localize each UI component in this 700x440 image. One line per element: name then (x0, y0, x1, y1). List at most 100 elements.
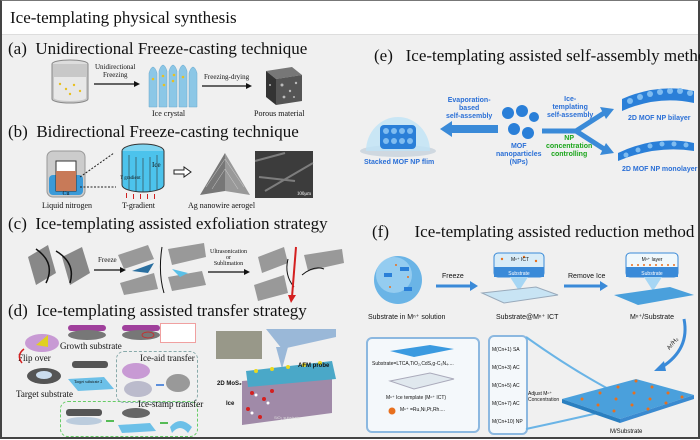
panel-a-title: (a) Unidirectional Freeze-casting techni… (8, 39, 307, 59)
svg-text:Mⁿ⁺ ICT: Mⁿ⁺ ICT (511, 257, 529, 263)
mof-nanoparticles-icon (502, 105, 539, 139)
ice-stamp-transfer-label: Ice-stamp transfer (138, 399, 204, 409)
ice-crystal-caption: Ice crystal (152, 109, 186, 118)
sem-image: 100μm (254, 151, 314, 198)
target-substrate-2-icon (68, 361, 114, 391)
sem-texture (254, 152, 314, 192)
fork-arrow-icon (542, 107, 614, 155)
remove-ice-label: Remove Ice (568, 273, 606, 280)
hollow-arrow-icon (173, 166, 192, 178)
m-substrate-caption: M/Substrate (610, 429, 643, 435)
inset-zoom (160, 323, 196, 343)
panel-d-heading: Ice-templating assisted transfer strateg… (36, 301, 307, 320)
porous-material-icon (266, 67, 302, 105)
sio2-label: SiO₂ substrate (274, 415, 300, 420)
legend-metal-text: Mⁿ⁺ =Ru,Ni,Pt,Rh.... (400, 407, 445, 413)
svg-text:Cu: Cu (62, 191, 69, 197)
mof-monolayer-icon (618, 140, 694, 161)
panel-c-heading: Ice-templating assisted exfoliation stra… (35, 214, 328, 233)
ice-aid-transfer-label: Ice-aid transfer (140, 353, 195, 363)
curved-blue-arrow-icon (654, 318, 687, 371)
species-item: M(Cn+5) AC (492, 383, 520, 389)
liquid-nitrogen-caption: Liquid nitrogen (42, 201, 92, 210)
flip-over-label: Flip over (18, 353, 51, 363)
afm-probe-label: AFM probe (298, 363, 330, 369)
beaker-icon (51, 59, 89, 104)
panel-b-label: (b) (8, 122, 28, 141)
scale-bar-label: 100μm (296, 192, 311, 197)
stacked-sheets-icon (28, 245, 90, 285)
intercalated-sheets-icon (118, 243, 206, 295)
ice-template-plate-icon (388, 372, 455, 390)
panel-d-title: (d) Ice-templating assisted transfer str… (8, 301, 307, 321)
species-item: M(Cn+10) NP (492, 419, 523, 425)
porous-material-caption: Porous material (254, 109, 305, 118)
monolayer-label: 2D MOF NP monolayer (622, 166, 698, 173)
target-substrate-2-label: Target substrate 2 (74, 379, 103, 384)
substrate-ict-caption: Substrate@Mⁿ⁺ ICT (496, 314, 559, 321)
target-substrate-icon (27, 368, 61, 384)
title-bar: Ice-templating physical synthesis (2, 1, 698, 35)
figure-title: Ice-templating physical synthesis (10, 8, 237, 27)
ice-stamp-icon (66, 408, 192, 433)
metal-layer-icon: Mⁿ⁺ layer Substrate (614, 252, 694, 305)
metal-ion-icon (388, 407, 396, 415)
adjust-concentration-label: Adjust Mⁿ⁺Concentration (528, 391, 560, 403)
panel-b-title: (b) Bidirectional Freeze-casting techniq… (8, 122, 299, 142)
panel-f-label: (f) (372, 222, 389, 241)
species-box: M(Cn+1) SA M(Cn+3) AC M(Cn+5) AC M(Cn+7)… (488, 335, 528, 435)
afm-probe-illustration (216, 329, 336, 425)
species-item: M(Cn+3) AC (492, 365, 520, 371)
panel-d-label: (d) (8, 301, 28, 320)
panel-f-heading: Ice-templating assisted reduction method (414, 222, 695, 241)
ice-aid-icon (122, 363, 190, 397)
svg-text:T gradient: T gradient (120, 176, 141, 181)
curved-red-arrow-icon (18, 348, 25, 364)
mos2-label: 2D MoS₂ (217, 381, 242, 387)
svg-text:Mⁿ⁺ layer: Mⁿ⁺ layer (642, 257, 663, 263)
bilayer-label: 2D MOF NP bilayer (628, 115, 691, 122)
svg-text:Substrate: Substrate (641, 271, 663, 277)
metal-substrate-caption: Mⁿ⁺/Substrate (630, 314, 674, 321)
flipped-substrate-icon (25, 334, 59, 352)
ice-cylinder-icon: Ice T gradient (120, 143, 165, 199)
panel-b-heading: Bidirectional Freeze-casting technique (36, 122, 299, 141)
arrow-left-blue-icon (440, 121, 498, 137)
arrow-right-icon (208, 269, 250, 275)
m-substrate-plate-icon (562, 379, 694, 423)
stacked-mof-dome-icon (360, 117, 436, 157)
freeze-label: Freeze (98, 256, 117, 264)
ice-label: Ice (226, 401, 235, 407)
ice-stamp-box (60, 401, 198, 437)
dotted-arrow-icon (79, 152, 116, 188)
ice-template-icon: Mⁿ⁺ ICT Substrate (480, 252, 559, 304)
legend-ict-text: Mⁿ⁺ Ice template (Mⁿ⁺ ICT) (386, 395, 447, 401)
growth-substrate-label: Growth substrate (60, 341, 122, 351)
arrow-right-blue-icon (564, 281, 608, 291)
legend-box: Substrate=LTCA,TiO₂,CdS,g-C₃N₄.... Mⁿ⁺ I… (366, 337, 480, 433)
ice-aid-box (116, 351, 198, 403)
arrow-right-icon (94, 81, 140, 87)
t-gradient-caption: T-gradient (122, 201, 156, 210)
growth-substrates-icon (68, 325, 160, 340)
arrow-right-blue-icon (436, 281, 478, 291)
svg-text:Ice: Ice (152, 161, 161, 169)
svg-text:Substrate: Substrate (508, 271, 530, 277)
target-substrate-label: Target substrate (16, 389, 73, 399)
panel-e-title: (e) Ice-templating assisted self-assembl… (374, 46, 700, 66)
substrate-solution-caption: Substrate in Mⁿ⁺ solution (368, 314, 446, 321)
species-item: M(Cn+7) AC (492, 401, 520, 407)
panel-c-label: (c) (8, 214, 27, 233)
panel-e-label: (e) (374, 46, 393, 65)
freeze-label: Freeze (442, 273, 464, 280)
aerogel-caption: Ag nanowire aerogel (188, 201, 256, 210)
solution-sphere-icon (374, 256, 422, 304)
panel-e-heading: Ice-templating assisted self-assembly me… (405, 46, 700, 65)
arrow-right-icon (94, 267, 126, 273)
panel-a-heading: Unidirectional Freeze-casting technique (35, 39, 308, 58)
